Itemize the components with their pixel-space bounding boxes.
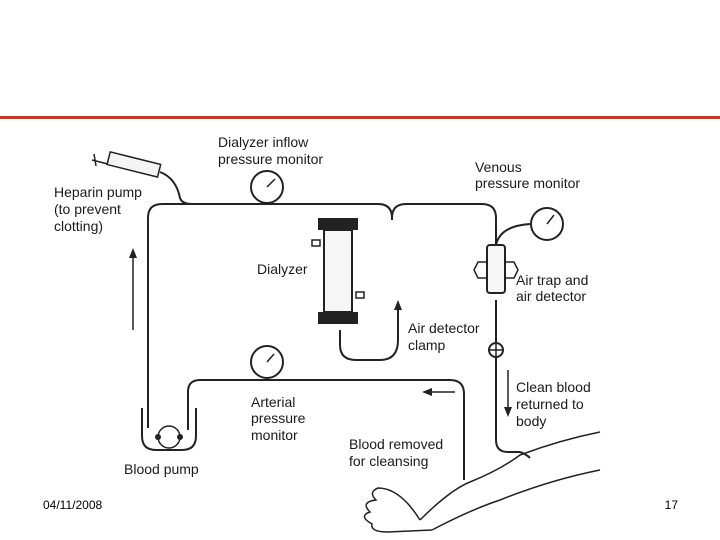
- flow-arrow-left-icon: [422, 388, 455, 396]
- air-trap-icon: [473, 244, 519, 294]
- tubing-venous-return: [495, 300, 520, 453]
- air-detector-clamp-icon: [488, 342, 504, 358]
- heparin-syringe-icon: [91, 150, 193, 205]
- dialyzer-inflow-gauge-icon: [250, 170, 284, 204]
- label-clean-2: returned to: [516, 396, 584, 412]
- slide-date: 04/11/2008: [43, 498, 103, 512]
- label-airtrap-2: air detector: [516, 288, 586, 304]
- label-arterial-1: Arterial: [251, 394, 295, 410]
- venous-gauge-icon: [495, 207, 564, 246]
- tubing-arterial: [187, 379, 465, 480]
- blood-pump-icon: [141, 408, 197, 451]
- label-removed-2: for cleansing: [349, 453, 428, 469]
- label-heparin-2: (to prevent: [54, 201, 121, 217]
- label-venous-2: pressure monitor: [475, 175, 580, 191]
- label-heparin-1: Heparin pump: [54, 184, 142, 200]
- label-dialyzer-inflow-2: pressure monitor: [218, 151, 323, 167]
- label-arterial-3: monitor: [251, 427, 298, 443]
- patient-arm-icon: [363, 431, 601, 533]
- label-clean-3: body: [516, 413, 546, 429]
- dialyzer-icon: [311, 218, 365, 324]
- label-airclamp-1: Air detector: [408, 320, 480, 336]
- label-blood-pump: Blood pump: [124, 461, 199, 477]
- slide-page-number: 17: [664, 498, 678, 512]
- tubing-dialyzer-outlet: [339, 305, 399, 361]
- flow-arrow-clamp-icon: [394, 300, 402, 310]
- arterial-gauge-icon: [250, 345, 284, 380]
- label-heparin-3: clotting): [54, 218, 103, 234]
- label-airtrap-1: Air trap and: [516, 272, 588, 288]
- flow-arrow-down-icon: [504, 370, 512, 417]
- label-venous-1: Venous: [475, 159, 522, 175]
- flow-arrow-up-icon: [129, 248, 137, 330]
- title-divider: [0, 116, 720, 119]
- label-airclamp-2: clamp: [408, 337, 446, 353]
- tubing-loop: [147, 203, 393, 428]
- label-arterial-2: pressure: [251, 410, 306, 426]
- tubing-right: [391, 203, 497, 245]
- label-removed-1: Blood removed: [349, 436, 443, 452]
- label-dialyzer-inflow-1: Dialyzer inflow: [218, 134, 309, 150]
- label-clean-1: Clean blood: [516, 379, 591, 395]
- label-dialyzer: Dialyzer: [257, 261, 308, 277]
